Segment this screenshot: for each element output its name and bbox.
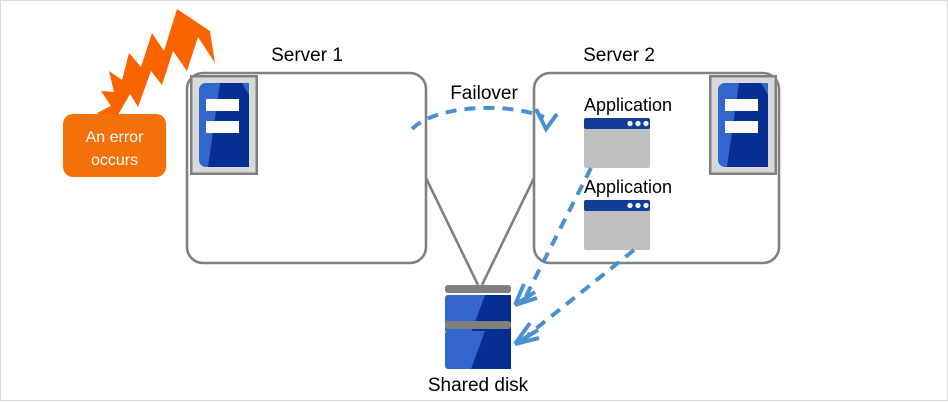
- connector-server2-to-disk: [480, 177, 536, 286]
- failover-arrow-path: [410, 105, 545, 131]
- shared-disk-group: Shared disk: [428, 285, 529, 396]
- application-label: Application: [584, 95, 672, 115]
- connector-server1-to-disk: [424, 177, 480, 286]
- server-icon: [190, 75, 258, 175]
- server1-title: Server 1: [271, 45, 343, 66]
- app-to-disk-arrows: [513, 167, 636, 346]
- error-burst-icon: [97, 9, 215, 122]
- error-message-line2: occurs: [91, 152, 138, 169]
- error-burst-group: [97, 9, 215, 122]
- app2-to-disk-arrowhead: [513, 321, 540, 346]
- server2-group: Server 2 Application Application: [532, 45, 781, 265]
- failover-label: Failover: [450, 83, 518, 104]
- server2-title: Server 2: [583, 45, 655, 66]
- disk-unit-bottom: [445, 321, 511, 369]
- server-icon: [709, 75, 777, 175]
- application-label: Application: [584, 177, 672, 197]
- app1-to-disk-arrowhead: [513, 283, 538, 307]
- error-box: [63, 114, 166, 177]
- server-disk-connectors: [424, 177, 536, 286]
- app1-to-disk-arrow-line: [523, 167, 593, 299]
- failover-arrow-group: Failover: [410, 83, 559, 133]
- error-box-group: An error occurs: [63, 114, 166, 177]
- server1-group: Server 1: [185, 45, 428, 265]
- error-message-line1: An error: [86, 129, 144, 146]
- shared-disk-label: Shared disk: [428, 375, 529, 396]
- app2-to-disk-arrow-line: [526, 248, 636, 337]
- application-window-icon: [584, 118, 650, 168]
- application-window-icon: [584, 200, 650, 250]
- failover-arrowhead: [534, 108, 559, 133]
